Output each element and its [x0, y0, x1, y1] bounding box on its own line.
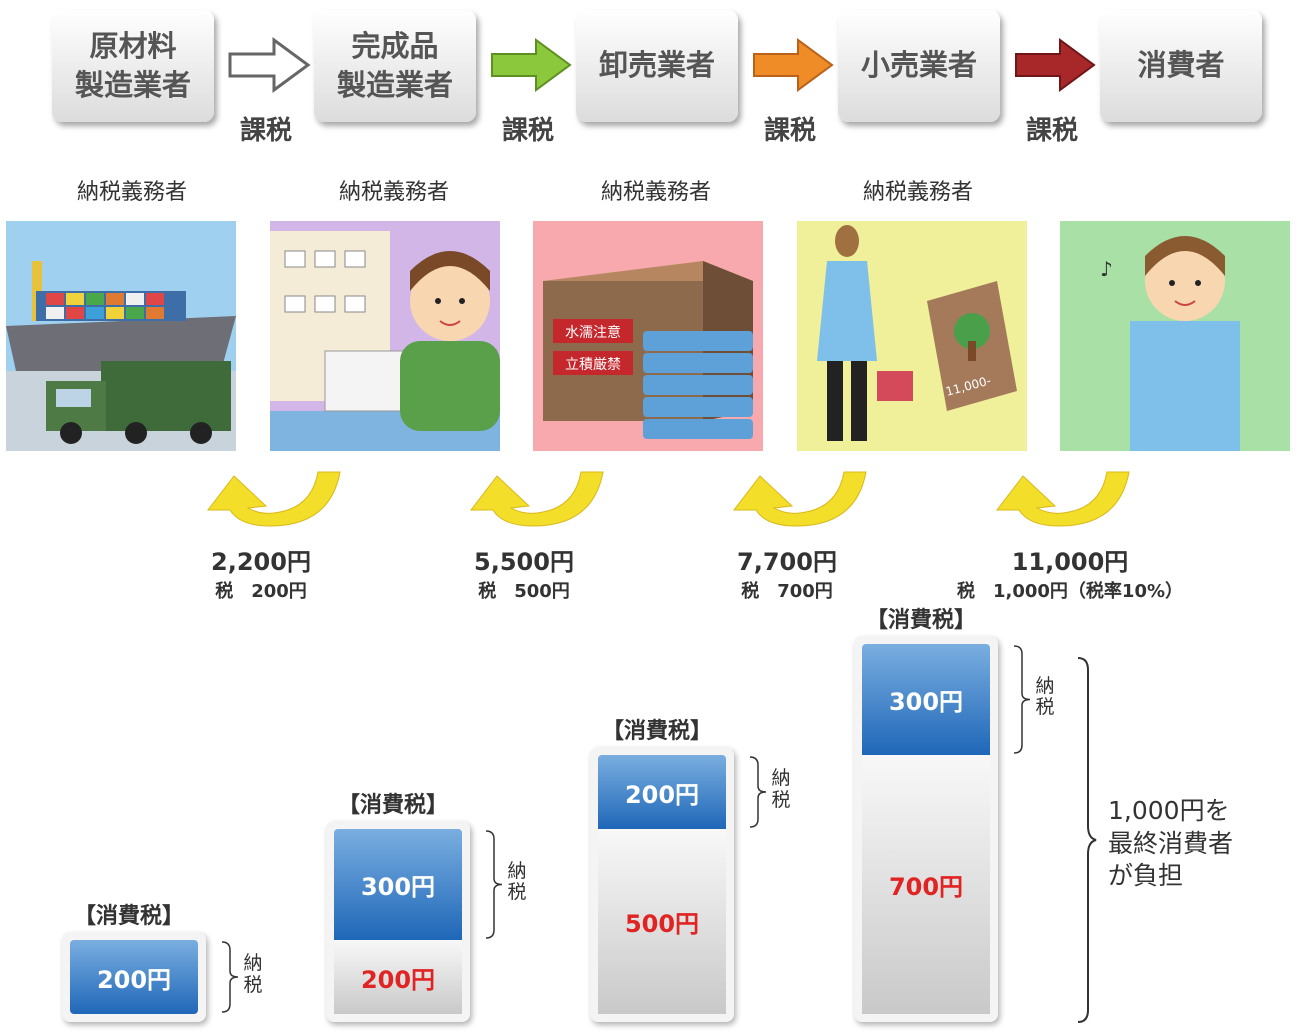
- panel-retail: 11,000-: [797, 221, 1027, 451]
- flow-arrow-icon: [491, 38, 572, 92]
- consumer-boy-illustration: ♪: [1100, 236, 1240, 451]
- prior-tax-segment: 500円: [598, 829, 726, 1014]
- flow-arrow-icon: [1015, 38, 1096, 92]
- stage-label: 卸売業者: [598, 48, 715, 83]
- prior-tax-value: 500円: [624, 910, 700, 938]
- price-value: 2,200円: [211, 548, 311, 576]
- stage-label: 消費者: [1137, 48, 1225, 83]
- cardboard-box-illustration: 水濡注意 立積厳禁: [543, 261, 753, 439]
- tax-paid-segment: 300円: [334, 829, 462, 940]
- tax-bar-2: 300円 200円: [326, 821, 470, 1022]
- taxation-label: 課税: [1026, 116, 1079, 146]
- tax-bar-4: 300円 700円: [854, 636, 998, 1022]
- stage-label: 小売業者: [860, 48, 977, 83]
- panel-wholesale-box: 水濡注意 立積厳禁: [533, 221, 763, 451]
- taxation-label: 課税: [764, 116, 817, 146]
- price-tax: 税 500円: [478, 581, 570, 602]
- tax-bar-3: 200円 500円: [590, 747, 734, 1022]
- tax-paid-brace-icon: [485, 830, 503, 939]
- tax-payment-label: 納税: [771, 767, 791, 811]
- tax-return-arrow-icon: [206, 471, 341, 527]
- panel-ship-truck: [6, 221, 236, 451]
- tax-payment-label: 納税: [507, 859, 527, 904]
- tax-paid-brace-icon: [221, 941, 239, 1013]
- tax-payment-label: 納税: [1035, 674, 1055, 719]
- tax-return-arrow-icon: [995, 471, 1130, 527]
- tax-paid-segment: 200円: [598, 755, 726, 829]
- panel-factory: [270, 221, 500, 451]
- price-block: 7,700円 税 700円: [712, 542, 862, 603]
- stage-consumer: 消費者: [1100, 10, 1262, 122]
- tax-paid-segment: 300円: [862, 644, 990, 755]
- taxation-label: 課税: [502, 116, 555, 146]
- flow-arrow-icon: [228, 37, 311, 93]
- tax-paid-value: 200円: [624, 780, 700, 809]
- tax-return-arrow-icon: [732, 471, 867, 527]
- price-tax: 税 1,000円（税率10%）: [956, 581, 1184, 602]
- tax-paid-brace-icon: [749, 756, 767, 828]
- stage-label: 原材料 製造業者: [74, 28, 191, 102]
- tax-paid-value: 300円: [360, 873, 436, 901]
- taxpayer-label: 納税義務者: [862, 180, 973, 205]
- stage-raw-material-maker: 原材料 製造業者: [52, 10, 214, 122]
- price-value: 7,700円: [737, 548, 837, 576]
- tax-paid-brace-icon: [1013, 645, 1031, 754]
- tax-payment-label: 納税: [243, 952, 263, 996]
- factory-sewing-illustration: [270, 231, 500, 451]
- stage-product-maker: 完成品 製造業者: [314, 10, 476, 122]
- cargo-ship-truck-illustration: [6, 261, 236, 451]
- prior-tax-segment: 700円: [862, 755, 990, 1014]
- price-tax: 税 700円: [741, 581, 833, 602]
- tax-return-arrow-icon: [469, 471, 604, 527]
- consumption-tax-heading: 【消費税】: [602, 719, 713, 744]
- music-note-icon: ♪: [1100, 257, 1113, 281]
- prior-tax-value: 200円: [360, 965, 436, 994]
- price-block: 5,500円 税 500円: [449, 542, 599, 603]
- tax-paid-segment: 200円: [70, 940, 198, 1014]
- price-block: 11,000円 税 1,000円（税率10%）: [940, 542, 1200, 603]
- tax-bar-1: 200円: [62, 932, 206, 1022]
- prior-tax-value: 700円: [888, 873, 964, 901]
- consumption-tax-heading: 【消費税】: [338, 793, 449, 818]
- tax-paid-value: 300円: [888, 688, 964, 716]
- box-mark-text: 水濡注意: [565, 324, 621, 341]
- stage-retailer: 小売業者: [838, 10, 1000, 122]
- final-consumer-note: 1,000円を 最終消費者 が負担: [1108, 796, 1234, 890]
- box-mark-text: 立積厳禁: [565, 357, 621, 373]
- price-tax: 税 200円: [215, 581, 307, 602]
- taxation-label: 課税: [240, 116, 293, 146]
- taxpayer-label: 納税義務者: [338, 180, 449, 205]
- price-value: 11,000円: [1011, 548, 1129, 576]
- stage-wholesaler: 卸売業者: [576, 10, 738, 122]
- consumption-tax-heading: 【消費税】: [74, 904, 185, 929]
- mannequin-price-tag-illustration: 11,000-: [817, 225, 1017, 441]
- panel-consumer: ♪: [1060, 221, 1290, 451]
- stage-label: 完成品 製造業者: [336, 28, 453, 102]
- prior-tax-segment: 200円: [334, 940, 462, 1014]
- price-value: 5,500円: [474, 548, 574, 576]
- tax-paid-value: 200円: [96, 965, 172, 994]
- price-block: 2,200円 税 200円: [186, 542, 336, 603]
- consumption-tax-heading: 【消費税】: [866, 608, 977, 633]
- total-brace-icon: [1077, 657, 1097, 1023]
- taxpayer-label: 納税義務者: [76, 180, 187, 205]
- flow-arrow-icon: [753, 38, 834, 92]
- taxpayer-label: 納税義務者: [600, 180, 711, 205]
